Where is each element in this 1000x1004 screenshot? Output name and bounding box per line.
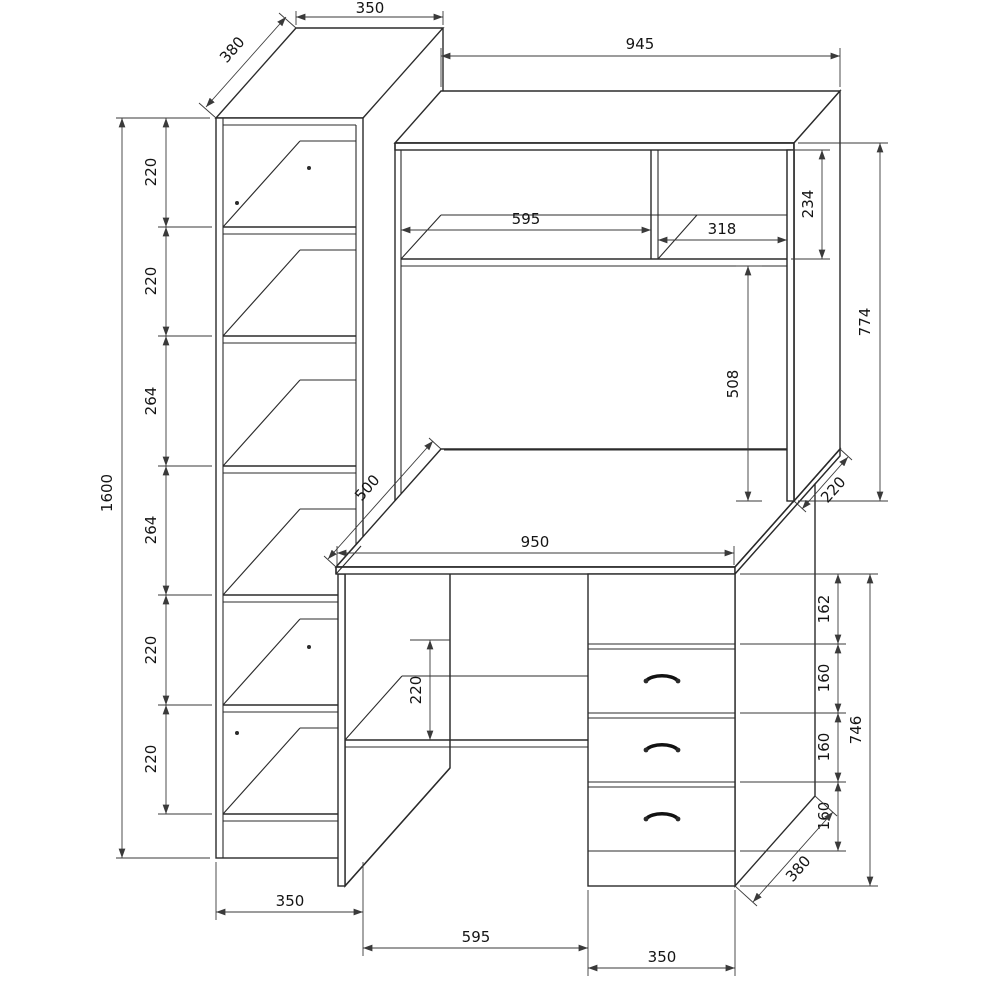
bookcase-shelf [222, 140, 356, 235]
dim-pedestal-height: 746 [847, 716, 865, 745]
dim-hutch-open-width: 595 [512, 210, 541, 228]
dim-undershelf-height: 220 [407, 676, 425, 705]
drawer-pedestal [587, 482, 816, 888]
hutch-side-panels [394, 89, 841, 503]
shelf-pin-hole [307, 645, 311, 649]
dim-hutch-height: 774 [856, 308, 874, 337]
dim-hutch-width: 945 [626, 35, 655, 53]
shelf-pin-hole [235, 731, 239, 735]
bookcase-bottom-panel [222, 727, 356, 822]
dim-desk-width: 950 [521, 533, 550, 551]
dim-bookcase-top-width: 350 [356, 0, 385, 17]
dim-section-3: 264 [142, 387, 160, 416]
dim-hutch-compartment-height: 234 [799, 190, 817, 219]
hutch [393, 90, 842, 501]
shelf-pin-hole [307, 166, 311, 170]
dim-section-5: 220 [142, 636, 160, 665]
dim-pedestal-depth: 380 [782, 852, 814, 885]
drawer-handle [643, 743, 681, 753]
dim-drawer-2: 160 [815, 664, 833, 693]
drawer-handle [643, 812, 681, 822]
drawer-handle [643, 674, 681, 684]
hutch-shelf [400, 214, 807, 267]
dim-drawer-3: 160 [815, 733, 833, 762]
dim-section-1: 220 [142, 158, 160, 187]
dim-hutch-clearance: 508 [724, 370, 742, 399]
shelf-pin-hole [235, 201, 239, 205]
dim-drawer-4: 160 [815, 802, 833, 831]
dim-bookcase-bottom-width: 350 [276, 892, 305, 910]
dim-overall-height: 1600 [98, 474, 116, 512]
dim-section-6: 220 [142, 745, 160, 774]
dim-kneehole-width: 595 [462, 928, 491, 946]
dim-section-4: 264 [142, 516, 160, 545]
dim-section-2: 220 [142, 267, 160, 296]
dim-pedestal-width: 350 [648, 948, 677, 966]
dim-bookcase-depth: 380 [216, 33, 248, 66]
dim-drawer-1: 162 [815, 595, 833, 624]
bookcase-shelf [222, 249, 356, 344]
dim-hutch-compartment-width: 318 [708, 220, 737, 238]
hutch-divider [650, 150, 698, 260]
